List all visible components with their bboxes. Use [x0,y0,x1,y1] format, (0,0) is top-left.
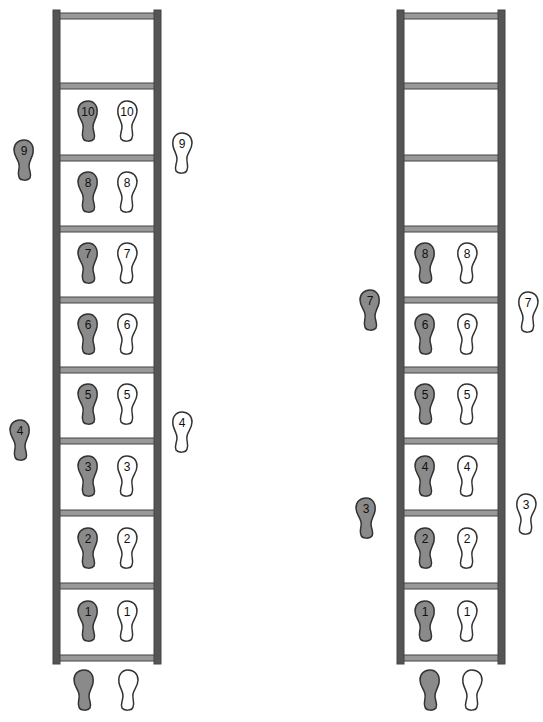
step-number: 8 [124,177,131,189]
step-number: 7 [525,297,532,309]
step-number: 5 [464,389,471,401]
step-number: 6 [422,319,429,331]
step-number: 2 [464,533,471,545]
step-number: 5 [85,389,92,401]
step-number: 5 [422,389,429,401]
right-ladder [397,10,505,664]
step-number: 2 [85,533,92,545]
step-number: 7 [124,248,131,260]
step-number: 6 [85,319,92,331]
step-number: 8 [85,177,92,189]
step-number: 9 [21,145,28,157]
step-number: 6 [124,319,131,331]
step-number: 4 [422,461,429,473]
step-number: 4 [17,425,24,437]
step-number: 3 [124,461,131,473]
step-number: 7 [367,295,374,307]
right-footprints [118,101,538,710]
step-number: 4 [179,417,186,429]
step-number: 10 [120,106,133,118]
step-number: 3 [523,499,530,511]
step-number: 1 [464,606,471,618]
step-number: 6 [464,319,471,331]
step-number: 8 [422,248,429,260]
step-number: 9 [179,138,186,150]
left-ladder [53,10,161,664]
step-number: 4 [464,461,471,473]
step-number: 3 [85,461,92,473]
step-number: 5 [124,389,131,401]
step-number: 7 [85,248,92,260]
step-number: 3 [363,503,370,515]
step-number: 8 [464,248,471,260]
step-number: 2 [124,533,131,545]
step-number: 2 [422,533,429,545]
step-number: 10 [81,106,94,118]
step-number: 1 [85,606,92,618]
left-footprints [10,101,439,710]
step-number: 1 [124,606,131,618]
step-number: 1 [422,606,429,618]
